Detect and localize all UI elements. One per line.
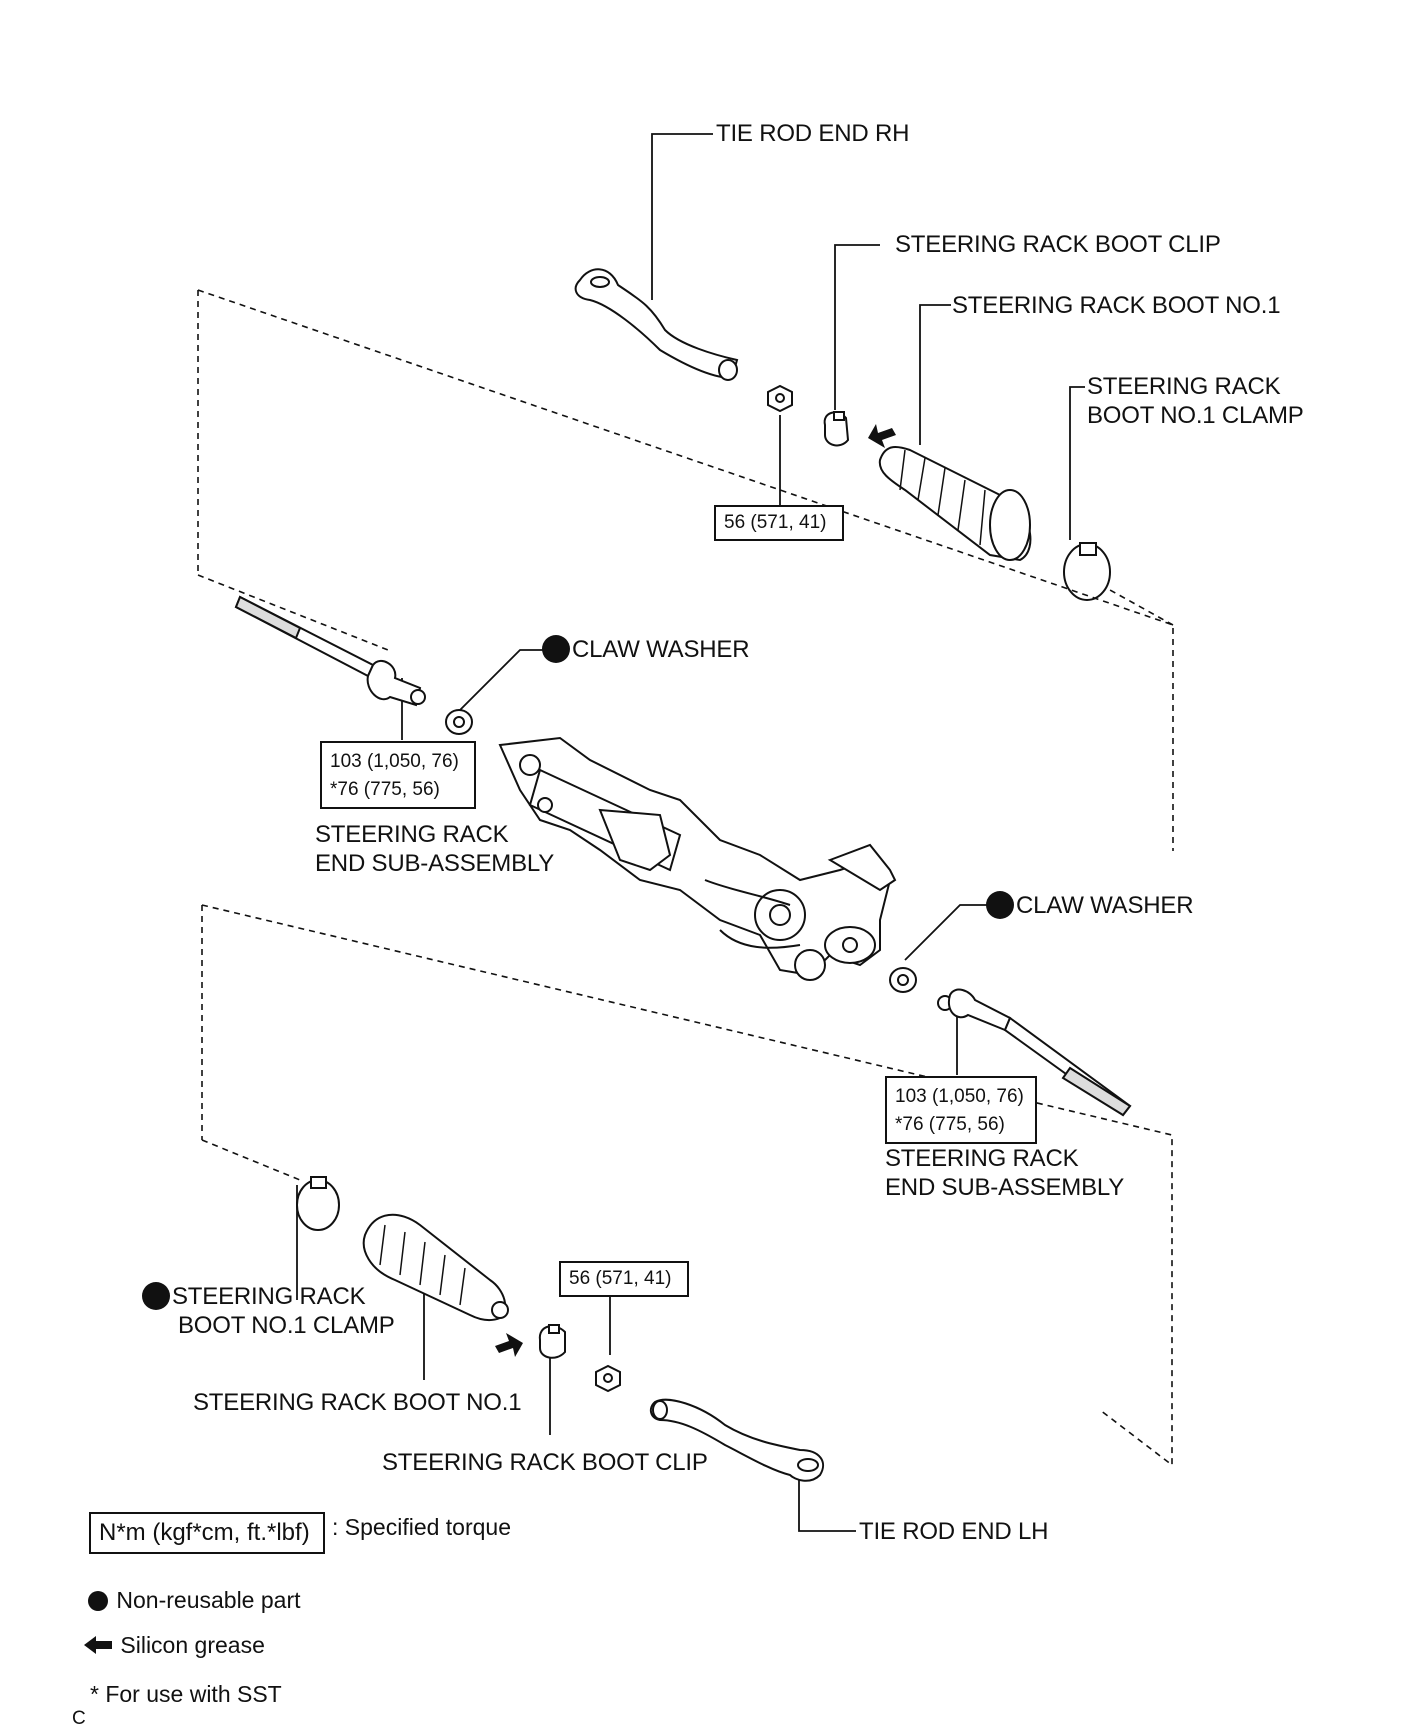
label-claw-washer-top: CLAW WASHER [542,635,750,664]
steering-rack-boot-top [878,446,1032,562]
nut-top [767,384,793,413]
label-claw-washer-right: CLAW WASHER [986,891,1194,920]
label-boot-clamp-bottom-2: BOOT NO.1 CLAMP [178,1312,395,1339]
non-reusable-icon [142,1282,170,1310]
torque-box-nut-bottom: 56 (571, 41) [559,1261,689,1297]
boot-clamp-top [1063,542,1111,601]
label-rack-end-right-2: END SUB-ASSEMBLY [885,1174,1125,1201]
legend-non-reusable-text: Non-reusable part [116,1587,301,1613]
claw-washer-top [445,709,473,735]
torque-box-rack-end-left: 103 (1,050, 76) *76 (775, 56) [320,741,476,809]
legend-silicon-grease: Silicon grease [84,1632,265,1659]
label-boot-clamp-bottom-1: STEERING RACK [142,1282,366,1311]
torque-rack-end-right-1: 103 (1,050, 76) [895,1086,1024,1107]
claw-washer-right [889,967,917,993]
torque-box-rack-end-right: 103 (1,050, 76) *76 (775, 56) [885,1076,1037,1144]
label-rack-end-left-1: STEERING RACK [315,821,509,848]
left-arrow-icon [84,1636,112,1654]
label-boot-clamp-top-1: STEERING RACK [1087,373,1281,400]
boot-clamp-bottom-text-1: STEERING RACK [172,1283,366,1310]
claw-washer-top-text: CLAW WASHER [572,636,750,663]
boot-clip-top [823,411,850,447]
filled-circle-icon [88,1591,108,1611]
rack-end-right [937,988,1132,1117]
boot-clip-bottom [538,1324,566,1359]
legend-torque-desc: : Specified torque [332,1514,512,1540]
torque-rack-end-left-1: 103 (1,050, 76) [330,751,459,772]
torque-box-nut-top: 56 (571, 41) [714,505,844,541]
non-reusable-icon [986,891,1014,919]
rack-end-left [234,595,426,707]
label-boot-clamp-top-2: BOOT NO.1 CLAMP [1087,402,1304,429]
torque-rack-end-left-2: *76 (775, 56) [330,779,440,800]
claw-washer-right-text: CLAW WASHER [1016,892,1194,919]
tie-rod-end-lh [649,1398,825,1482]
label-tie-rod-end-rh: TIE ROD END RH [716,120,910,147]
label-boot-clip-bottom: STEERING RACK BOOT CLIP [382,1449,708,1476]
torque-rack-end-right-2: *76 (775, 56) [895,1114,1005,1135]
label-boot-no1-top: STEERING RACK BOOT NO.1 [952,292,1281,319]
legend-sst-note: * For use with SST [90,1681,282,1707]
steering-rack-boot-bottom [362,1213,509,1322]
label-tie-rod-end-lh: TIE ROD END LH [859,1518,1049,1545]
corner-mark: C [72,1708,86,1729]
boot-clamp-bottom [296,1176,340,1231]
label-boot-no1-bottom: STEERING RACK BOOT NO.1 [193,1389,522,1416]
tie-rod-end-rh [574,268,739,381]
dashed-guide-lower [201,904,1173,1467]
grease-arrow-top [868,424,896,448]
label-rack-end-right-1: STEERING RACK [885,1145,1079,1172]
nut-bottom [595,1364,621,1393]
label-rack-end-left-2: END SUB-ASSEMBLY [315,850,555,877]
legend-torque-unit-box: N*m (kgf*cm, ft.*lbf) [89,1512,325,1554]
non-reusable-icon [542,635,570,663]
legend-silicon-grease-text: Silicon grease [120,1632,265,1658]
legend-non-reusable: Non-reusable part [88,1587,301,1614]
steering-gear-housing [498,736,897,981]
label-boot-clip-top: STEERING RACK BOOT CLIP [895,231,1221,258]
grease-arrow-bottom [495,1333,523,1357]
dashed-guide-upper [197,289,1174,851]
